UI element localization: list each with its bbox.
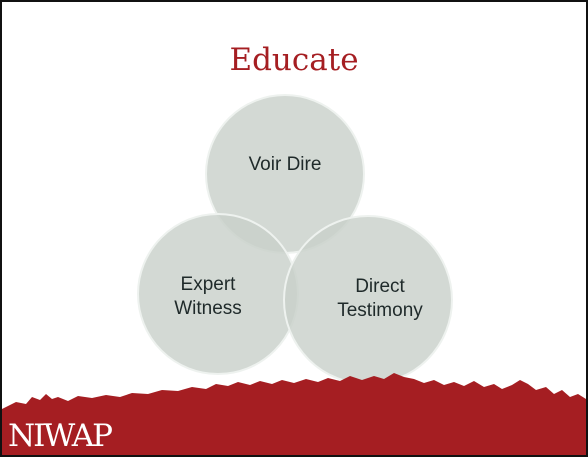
label-direct-testimony-text: Direct Testimony bbox=[337, 276, 423, 321]
slide-title: Educate bbox=[229, 42, 359, 78]
label-voir-dire: Voir Dire bbox=[215, 153, 355, 177]
label-expert-witness: Expert Witness bbox=[148, 273, 268, 321]
label-expert-witness-text: Expert Witness bbox=[174, 274, 242, 319]
label-direct-testimony: Direct Testimony bbox=[318, 275, 442, 323]
niwap-logo: NIWAP bbox=[8, 418, 113, 454]
label-voir-dire-text: Voir Dire bbox=[248, 154, 322, 175]
